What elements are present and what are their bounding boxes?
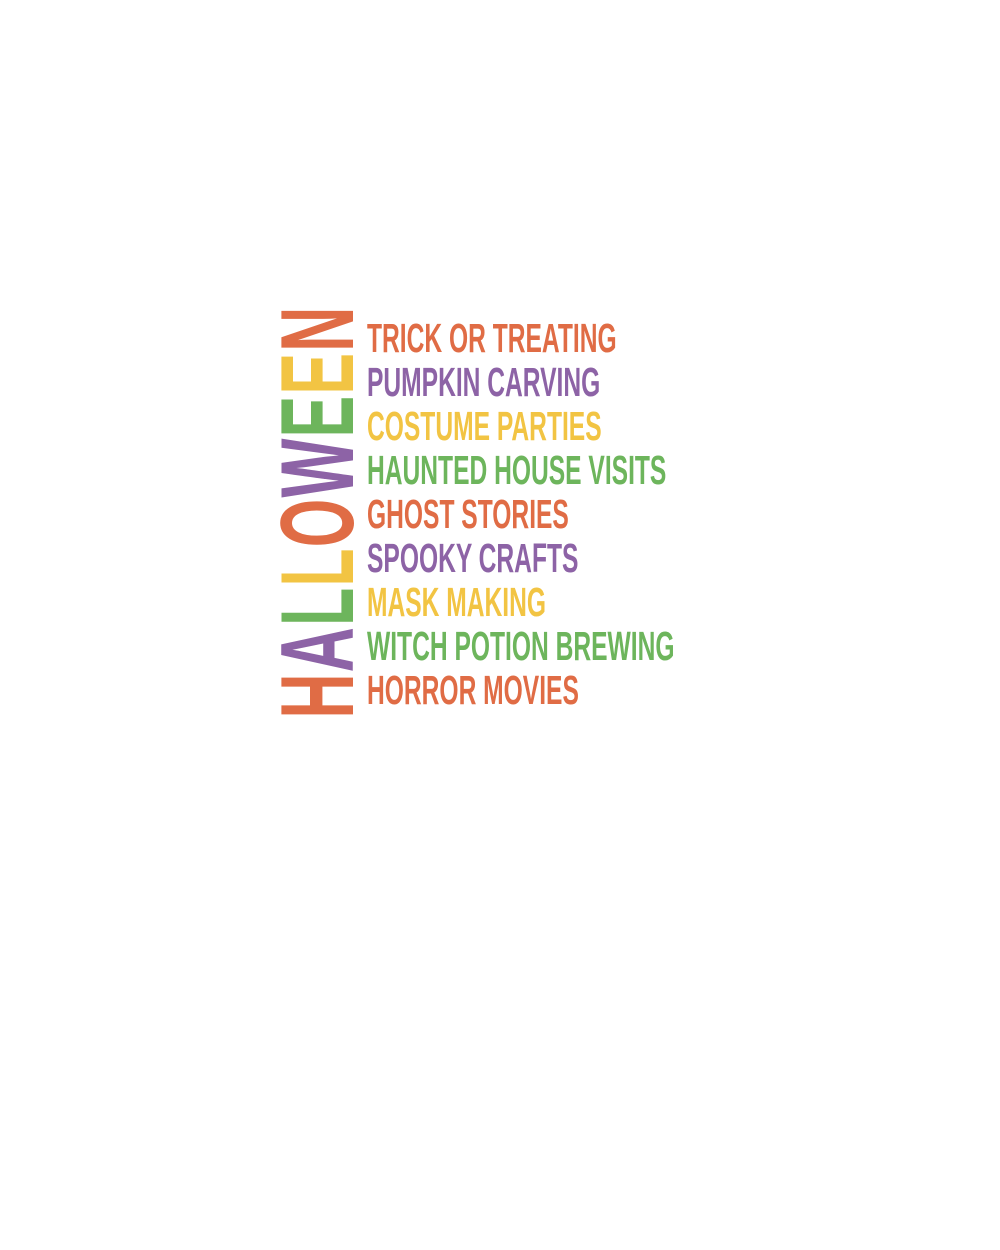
title-letter: W <box>260 437 376 498</box>
title-letter: N <box>260 305 376 352</box>
activity-item: WITCH POTION BREWING <box>367 623 675 669</box>
halloween-vertical-title: HALLOWEEN <box>260 168 376 856</box>
title-letter: E <box>260 394 376 438</box>
title-letter: E <box>260 351 376 395</box>
activity-item: SPOOKY CRAFTS <box>367 535 579 581</box>
title-letter: L <box>260 547 376 587</box>
activity-item: TRICK OR TREATING <box>367 315 617 361</box>
title-letter: H <box>260 672 376 719</box>
title-letter: O <box>260 497 376 548</box>
activity-item: GHOST STORIES <box>367 491 569 537</box>
title-letter: L <box>260 586 376 626</box>
activity-item: COSTUME PARTIES <box>367 403 602 449</box>
title-letter: A <box>260 625 376 673</box>
activity-item: HAUNTED HOUSE VISITS <box>367 447 667 493</box>
activity-item: PUMPKIN CARVING <box>367 359 601 405</box>
activity-item: HORROR MOVIES <box>367 667 579 713</box>
activity-item: MASK MAKING <box>367 579 547 625</box>
